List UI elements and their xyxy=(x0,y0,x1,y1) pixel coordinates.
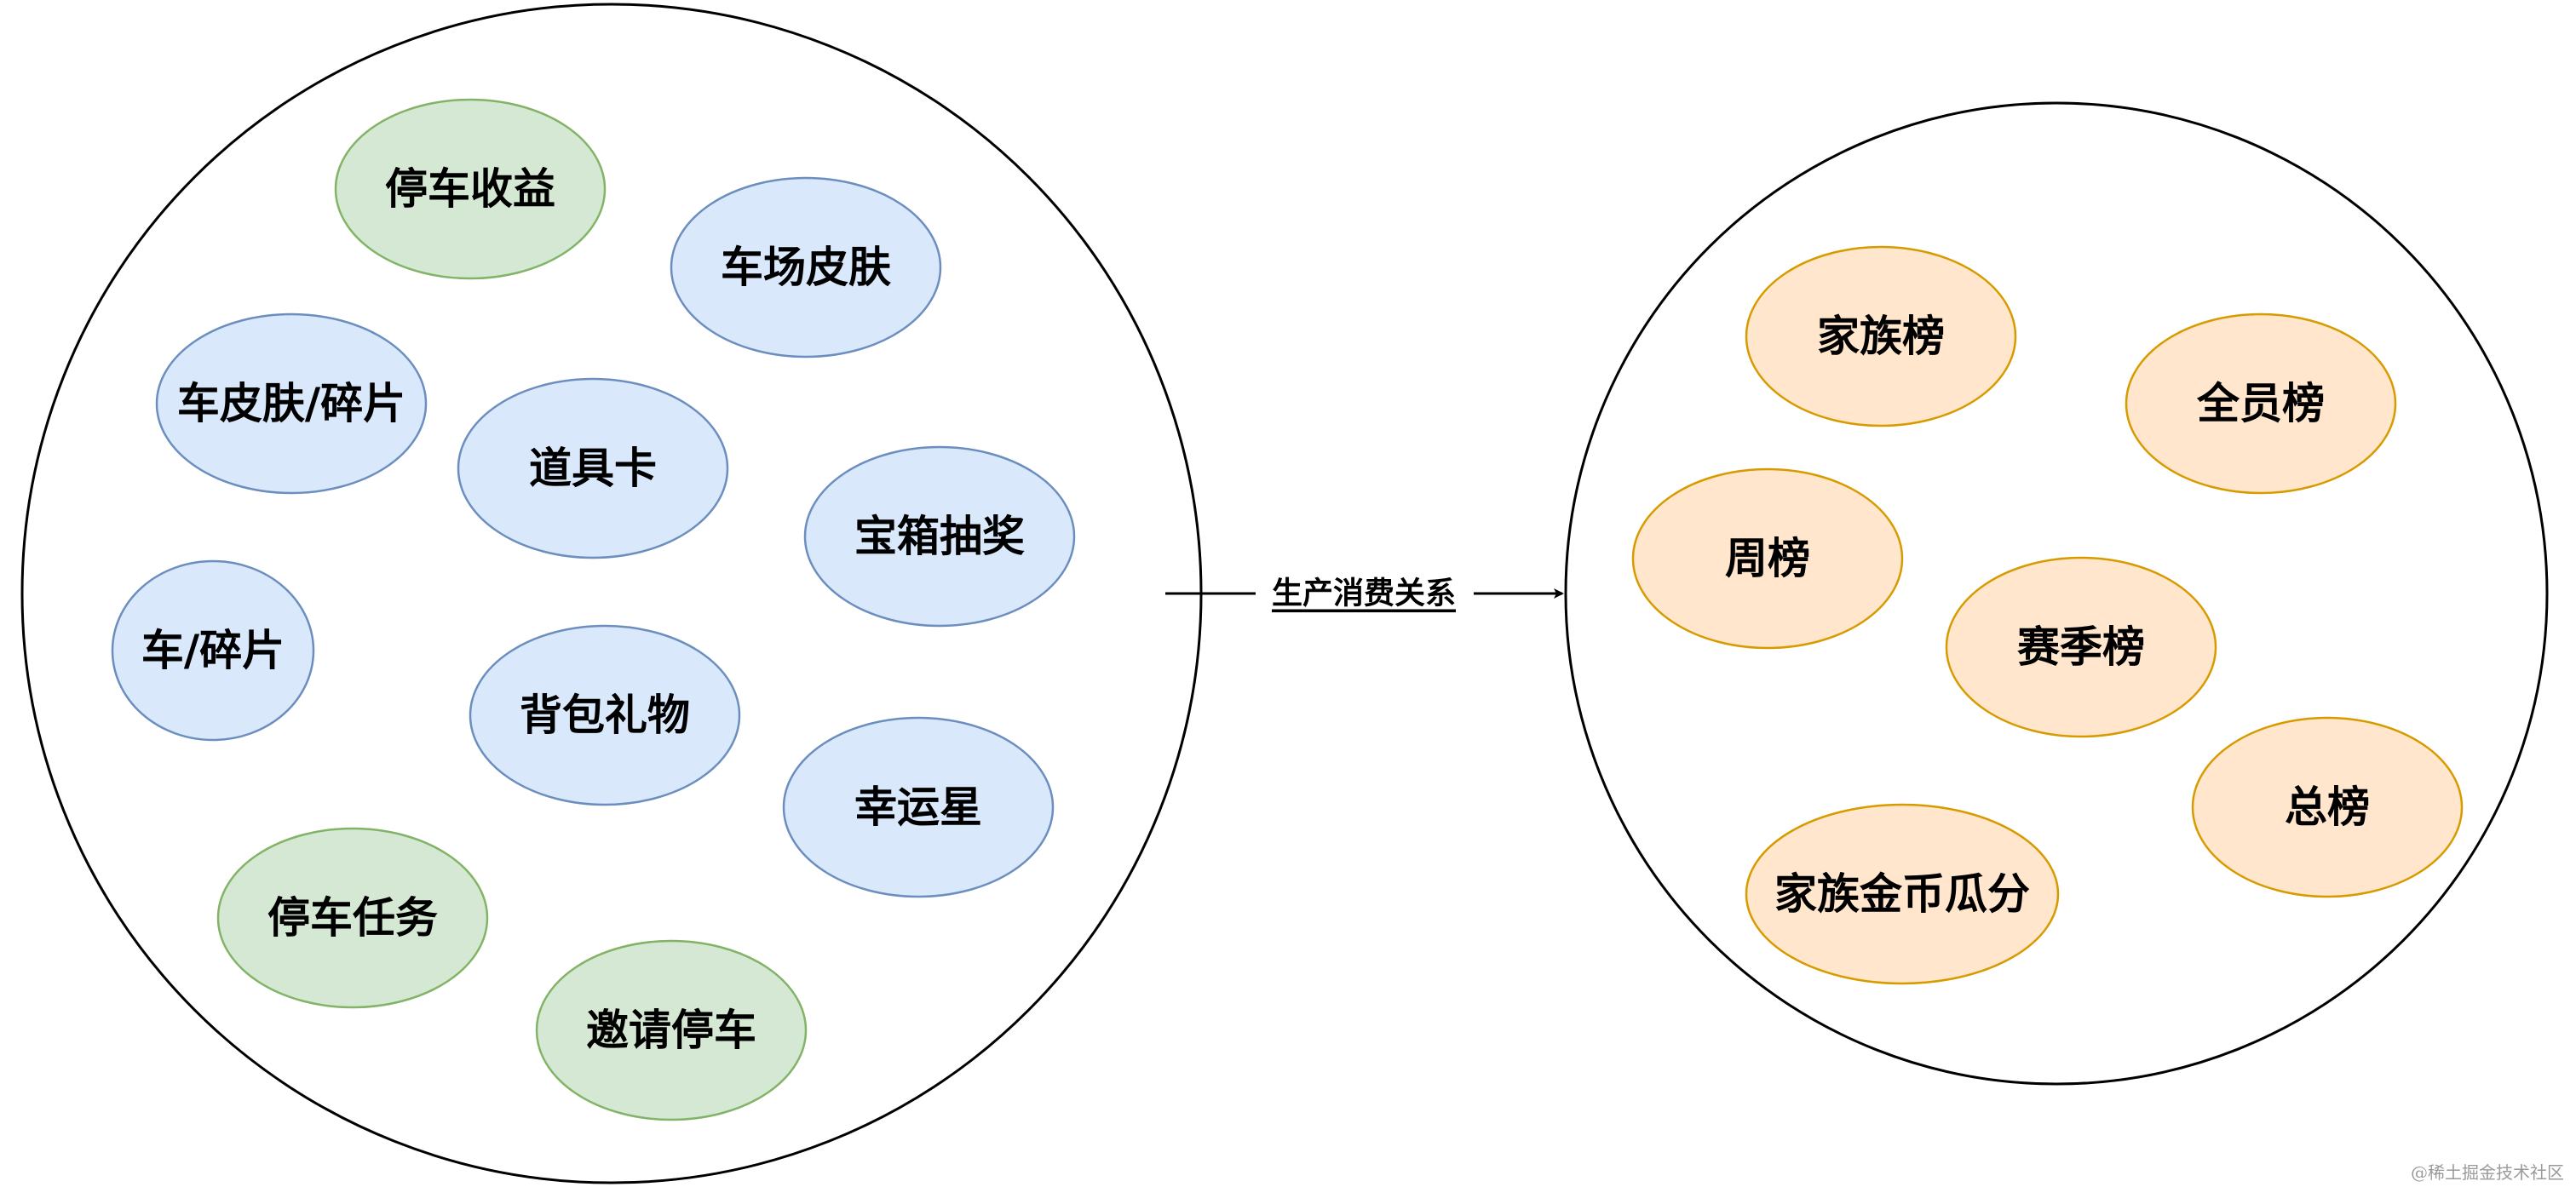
consumer-node-overall-rank: 总榜 xyxy=(2191,716,2464,898)
producer-node-shape xyxy=(334,98,607,280)
producer-node-lucky-star: 幸运星 xyxy=(782,716,1055,898)
producer-node-shape xyxy=(216,827,489,1009)
relation-label-bg xyxy=(1256,572,1474,615)
producer-node-item-card: 道具卡 xyxy=(457,377,729,559)
producer-node-car-fragment: 车/碎片 xyxy=(111,559,315,742)
producer-node-car-skin-fragment: 车皮肤/碎片 xyxy=(155,313,428,495)
producer-node-treasure-lottery: 宝箱抽奖 xyxy=(803,445,1076,628)
watermark-text: @稀土掘金技术社区 xyxy=(2411,1162,2564,1183)
producer-node-label: 停车任务 xyxy=(267,893,438,943)
producer-node-label: 幸运星 xyxy=(854,783,982,832)
producer-node-label: 道具卡 xyxy=(529,444,657,493)
consumer-node-label: 总榜 xyxy=(2285,783,2370,832)
producer-node-lot-skin: 车场皮肤 xyxy=(670,176,942,358)
producer-node-backpack-gift: 背包礼物 xyxy=(469,624,741,806)
producer-node-label: 停车收益 xyxy=(385,164,555,214)
producer-node-shape xyxy=(670,176,942,358)
producer-node-parking-task: 停车任务 xyxy=(216,827,489,1009)
consumer-node-all-member-rank: 全员榜 xyxy=(2125,313,2397,495)
relation-label: 生产消费关系 xyxy=(1272,576,1456,611)
producer-node-parking-income: 停车收益 xyxy=(334,98,607,280)
producer-node-shape xyxy=(469,624,741,806)
producer-node-shape xyxy=(535,939,808,1121)
producer-node-shape xyxy=(457,377,729,559)
producer-node-shape xyxy=(155,313,428,495)
producer-node-label: 邀请停车 xyxy=(586,1006,756,1055)
consumer-node-family-coin-split: 家族金币瓜分 xyxy=(1745,803,2060,985)
producer-node-label: 背包礼物 xyxy=(520,691,690,740)
consumer-node-label: 家族金币瓜分 xyxy=(1774,869,2030,919)
producer-node-shape xyxy=(803,445,1076,628)
consumer-node-label: 全员榜 xyxy=(2196,379,2325,428)
consumer-node-shape xyxy=(2191,716,2464,898)
consumer-node-family-rank: 家族榜 xyxy=(1745,245,2017,427)
producer-node-label: 宝箱抽奖 xyxy=(854,512,1025,561)
consumer-node-label: 周榜 xyxy=(1725,534,1810,583)
producer-node-label: 车皮肤/碎片 xyxy=(177,379,405,428)
consumer-node-weekly-rank: 周榜 xyxy=(1631,467,1904,650)
producer-node-invite-parking: 邀请停车 xyxy=(535,939,808,1121)
consumer-node-label: 赛季榜 xyxy=(2017,622,2145,672)
consumer-node-shape xyxy=(1745,245,2017,427)
consumer-node-shape xyxy=(1631,467,1904,650)
producer-node-shape xyxy=(111,559,315,742)
consumer-node-season-rank: 赛季榜 xyxy=(1945,556,2217,738)
producer-node-shape xyxy=(782,716,1055,898)
producer-node-label: 车/碎片 xyxy=(141,626,285,675)
consumer-node-shape xyxy=(1945,556,2217,738)
relation-edge: 生产消费关系 xyxy=(1165,572,1564,615)
consumer-node-shape xyxy=(1745,803,2060,985)
producer-node-label: 车场皮肤 xyxy=(721,243,891,292)
consumer-node-shape xyxy=(2125,313,2397,495)
consumer-node-label: 家族榜 xyxy=(1817,312,1945,361)
